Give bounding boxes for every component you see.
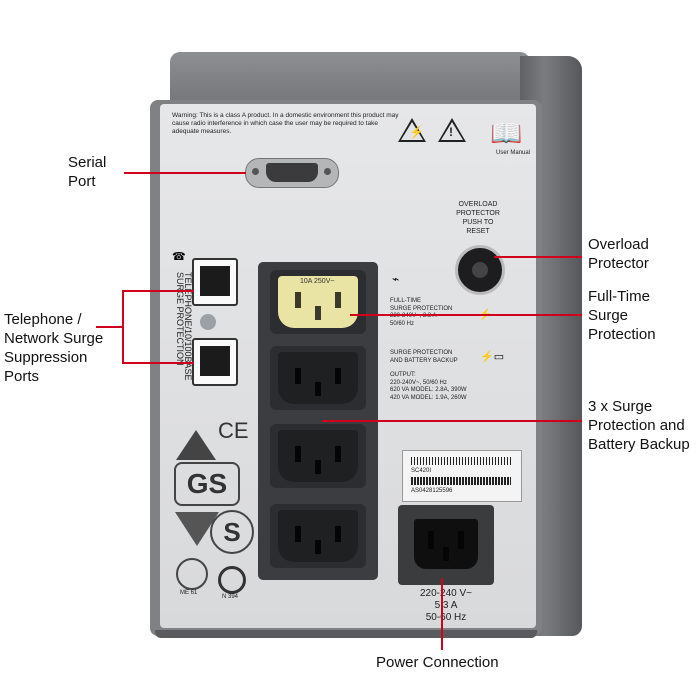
cert-code: N 394 <box>222 594 239 600</box>
user-manual-icon: 📖 <box>490 118 523 148</box>
outlet-bank: 10A 250V~ <box>258 262 378 580</box>
surge-icon: ⌁ <box>392 272 400 286</box>
model-code: SC420I <box>411 468 432 474</box>
backup-text: SURGE PROTECTION AND BATTERY BACKUP <box>390 350 458 364</box>
serial-code: AS0428125596 <box>411 488 453 494</box>
outlet-surge-only[interactable]: 10A 250V~ <box>270 270 366 334</box>
surge-battery-callout-line <box>322 420 582 422</box>
callout-telephone-ports: Telephone / Network Surge Suppression Po… <box>4 311 104 385</box>
overload-text: OVERLOAD PROTECTOR PUSH TO RESET <box>456 201 500 235</box>
telephone-callout-line <box>96 326 122 328</box>
telephone-line-bottom <box>122 362 194 364</box>
telephone-line-top <box>122 290 194 292</box>
callout-power-connection: Power Connection <box>376 654 499 671</box>
telephone-side-text: TELEPHONE/10/100BASE SURGE PROTECTION <box>175 272 193 381</box>
c-tick-icon <box>218 566 246 594</box>
barcode-bars <box>411 457 511 465</box>
output-text: OUTPUT: 220-240V~, 50/60 Hz 620 VA MODEL… <box>390 372 467 401</box>
input-rating: 220-240 V~ 5.3 A 50-60 Hz <box>420 588 472 623</box>
overload-callout-line <box>494 256 582 258</box>
caution-icon: ! <box>438 118 466 142</box>
serial-port[interactable] <box>245 158 339 188</box>
outlet-battery-3[interactable] <box>270 504 366 568</box>
full-time-callout-line <box>350 314 582 316</box>
callout-serial-port: Serial Port <box>68 154 107 190</box>
telephone-bracket <box>122 290 124 364</box>
power-inlet[interactable] <box>398 505 494 585</box>
screw-icon <box>324 168 331 175</box>
callout-full-time-surge: Full-Time Surge Protection <box>588 288 656 343</box>
vde-triangle-icon <box>176 430 216 460</box>
ce-mark: CE <box>218 418 249 443</box>
serial-callout-line <box>124 172 246 174</box>
me-code: ME 61 <box>180 590 198 596</box>
battery-icon: ⚡▭ <box>480 351 505 363</box>
warning-text: Warning: This is a class A product. In a… <box>172 112 399 135</box>
callout-surge-battery: 3 x Surge Protection and Battery Backup <box>588 398 690 453</box>
telephone-port-out[interactable] <box>192 338 238 386</box>
ground-screw-icon <box>200 314 216 330</box>
phone-icon: ☎ <box>172 251 186 263</box>
s-mark: S <box>210 510 254 554</box>
outlet-battery-1[interactable] <box>270 346 366 410</box>
pct-mark-icon <box>176 558 208 590</box>
barcode-bars-2 <box>411 477 511 485</box>
db9-connector <box>266 163 318 182</box>
telephone-port-in[interactable] <box>192 258 238 306</box>
full-time-text: FULL-TIME SURGE PROTECTION 220-240V~, 2.… <box>390 298 453 327</box>
callout-overload-protector: Overload Protector <box>588 236 649 272</box>
warning-icon: ⚡ <box>398 118 426 142</box>
outlet-battery-2[interactable] <box>270 424 366 488</box>
user-manual-label: User Manual <box>496 150 531 156</box>
overload-reset-button[interactable] <box>455 245 505 295</box>
outlet-rating: 10A 250V~ <box>300 278 335 285</box>
power-callout-line <box>441 578 443 650</box>
barcode-label: SC420I AS0428125596 <box>402 450 522 502</box>
gs-mark: GS <box>174 462 240 506</box>
screw-icon <box>252 168 259 175</box>
ups-base <box>155 630 537 638</box>
